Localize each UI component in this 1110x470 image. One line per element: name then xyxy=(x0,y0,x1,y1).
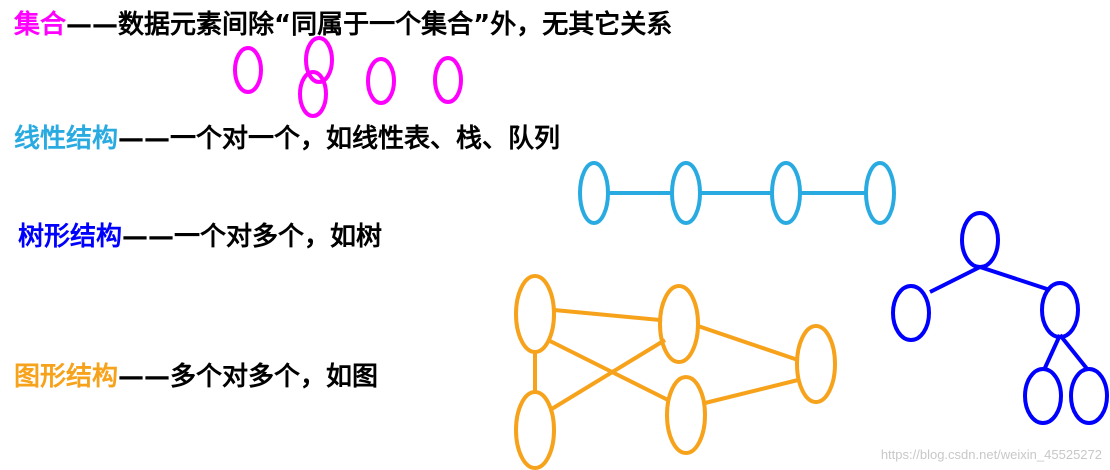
set-node xyxy=(366,57,396,105)
linear-dash: —— xyxy=(118,124,171,154)
tree-edge xyxy=(979,265,1051,292)
graph-edge xyxy=(704,378,799,405)
graph-edge xyxy=(548,338,667,412)
tree-row: 树形结构——一个对多个，如树 xyxy=(18,224,382,250)
graph-node xyxy=(514,390,556,470)
watermark: https://blog.csdn.net/weixin_45525272 xyxy=(880,447,1102,462)
tree-dash: —— xyxy=(122,222,175,252)
graph-node xyxy=(665,375,707,455)
tree-diagram xyxy=(891,211,1109,425)
linear-term: 线性结构 xyxy=(14,124,119,154)
graph-node xyxy=(795,324,837,404)
graph-row: 图形结构——多个对多个，如图 xyxy=(14,364,378,390)
tree-edge xyxy=(929,265,981,294)
graph-edge xyxy=(553,308,661,322)
tree-term: 树形结构 xyxy=(18,222,123,252)
set-diagram xyxy=(233,36,463,118)
linear-row: 线性结构——一个对一个，如线性表、栈、队列 xyxy=(14,126,560,152)
tree-edge xyxy=(1042,334,1062,371)
graph-edge xyxy=(547,338,669,402)
tree-description: 一个对多个，如树 xyxy=(174,222,383,252)
graph-node xyxy=(658,284,700,364)
set-term: 集合 xyxy=(14,10,67,40)
linear-node xyxy=(670,161,702,225)
set-node xyxy=(433,56,463,104)
graph-node xyxy=(514,274,556,354)
tree-node xyxy=(1069,367,1109,425)
linear-node xyxy=(770,161,802,225)
set-node xyxy=(304,36,334,84)
tree-node xyxy=(960,211,1000,269)
graph-term: 图形结构 xyxy=(14,362,119,392)
tree-edge xyxy=(1058,333,1090,372)
graph-edge xyxy=(697,324,799,362)
set-node xyxy=(233,46,263,94)
linear-node xyxy=(578,161,610,225)
tree-node xyxy=(1023,367,1063,425)
set-row: 集合——数据元素间除“同属于一个集合”外，无其它关系 xyxy=(14,12,672,38)
linear-description: 一个对一个，如线性表、栈、队列 xyxy=(170,124,561,154)
graph-description: 多个对多个，如图 xyxy=(170,362,379,392)
tree-node xyxy=(891,284,931,342)
set-description: 数据元素间除“同属于一个集合”外，无其它关系 xyxy=(118,10,673,40)
linear-diagram xyxy=(578,161,896,225)
graph-diagram xyxy=(514,274,837,470)
set-dash: —— xyxy=(66,10,119,40)
set-node xyxy=(298,70,328,118)
graph-dash: —— xyxy=(118,362,171,392)
tree-node xyxy=(1040,281,1080,339)
linear-node xyxy=(864,161,896,225)
